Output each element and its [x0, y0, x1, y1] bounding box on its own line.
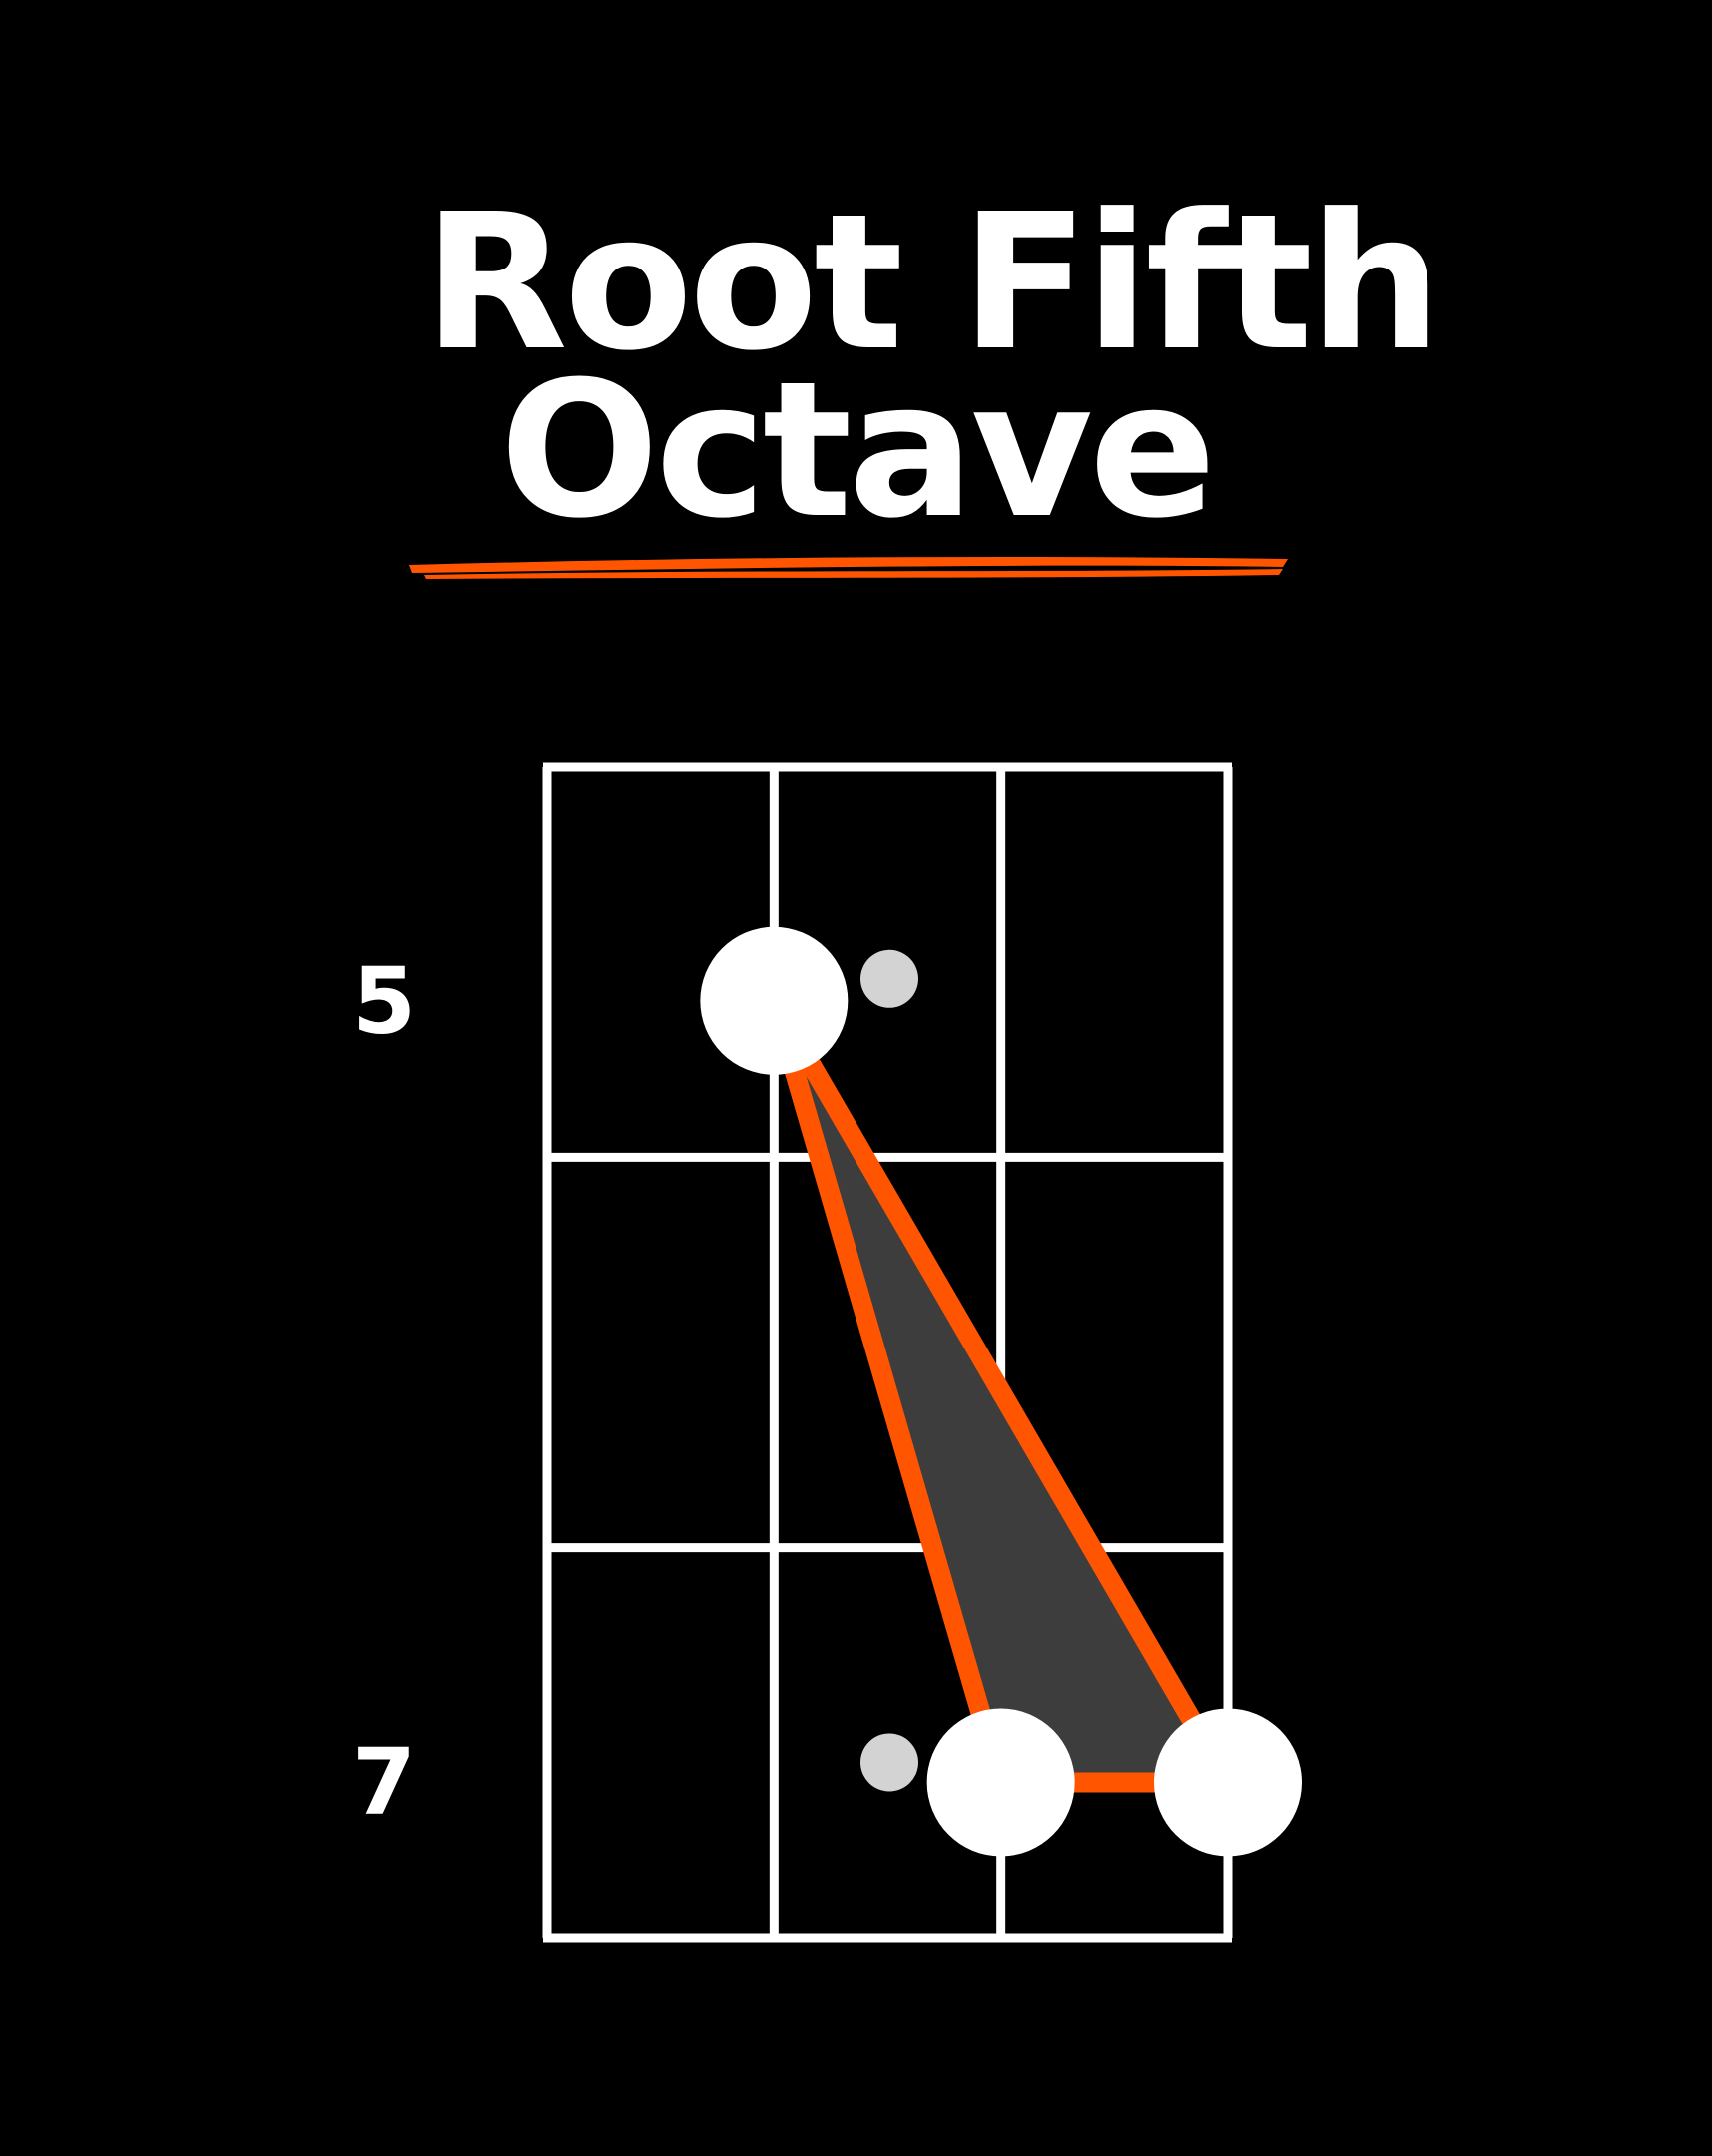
- root-note-dot: [700, 926, 849, 1075]
- page-title: Root Fifth Octave: [0, 174, 1712, 560]
- title-underline: [409, 557, 1288, 579]
- shape-outline: [764, 990, 1238, 1793]
- fret-number-5: 5: [352, 947, 416, 1054]
- title-line-2: Octave: [499, 341, 1216, 560]
- inlay-marker-fret-5: [860, 949, 918, 1008]
- note-dots: [700, 926, 1302, 1857]
- title-line-1: Root Fifth: [423, 174, 1442, 392]
- root-fifth-octave-shape: [764, 990, 1238, 1793]
- fifth-note-dot: [926, 1708, 1075, 1857]
- fret-number-7: 7: [352, 1729, 416, 1836]
- octave-note-dot: [1154, 1708, 1302, 1857]
- fret-number-labels: 57: [352, 947, 416, 1836]
- inlay-marker-fret-7: [860, 1733, 918, 1792]
- inlay-markers: [860, 949, 918, 1792]
